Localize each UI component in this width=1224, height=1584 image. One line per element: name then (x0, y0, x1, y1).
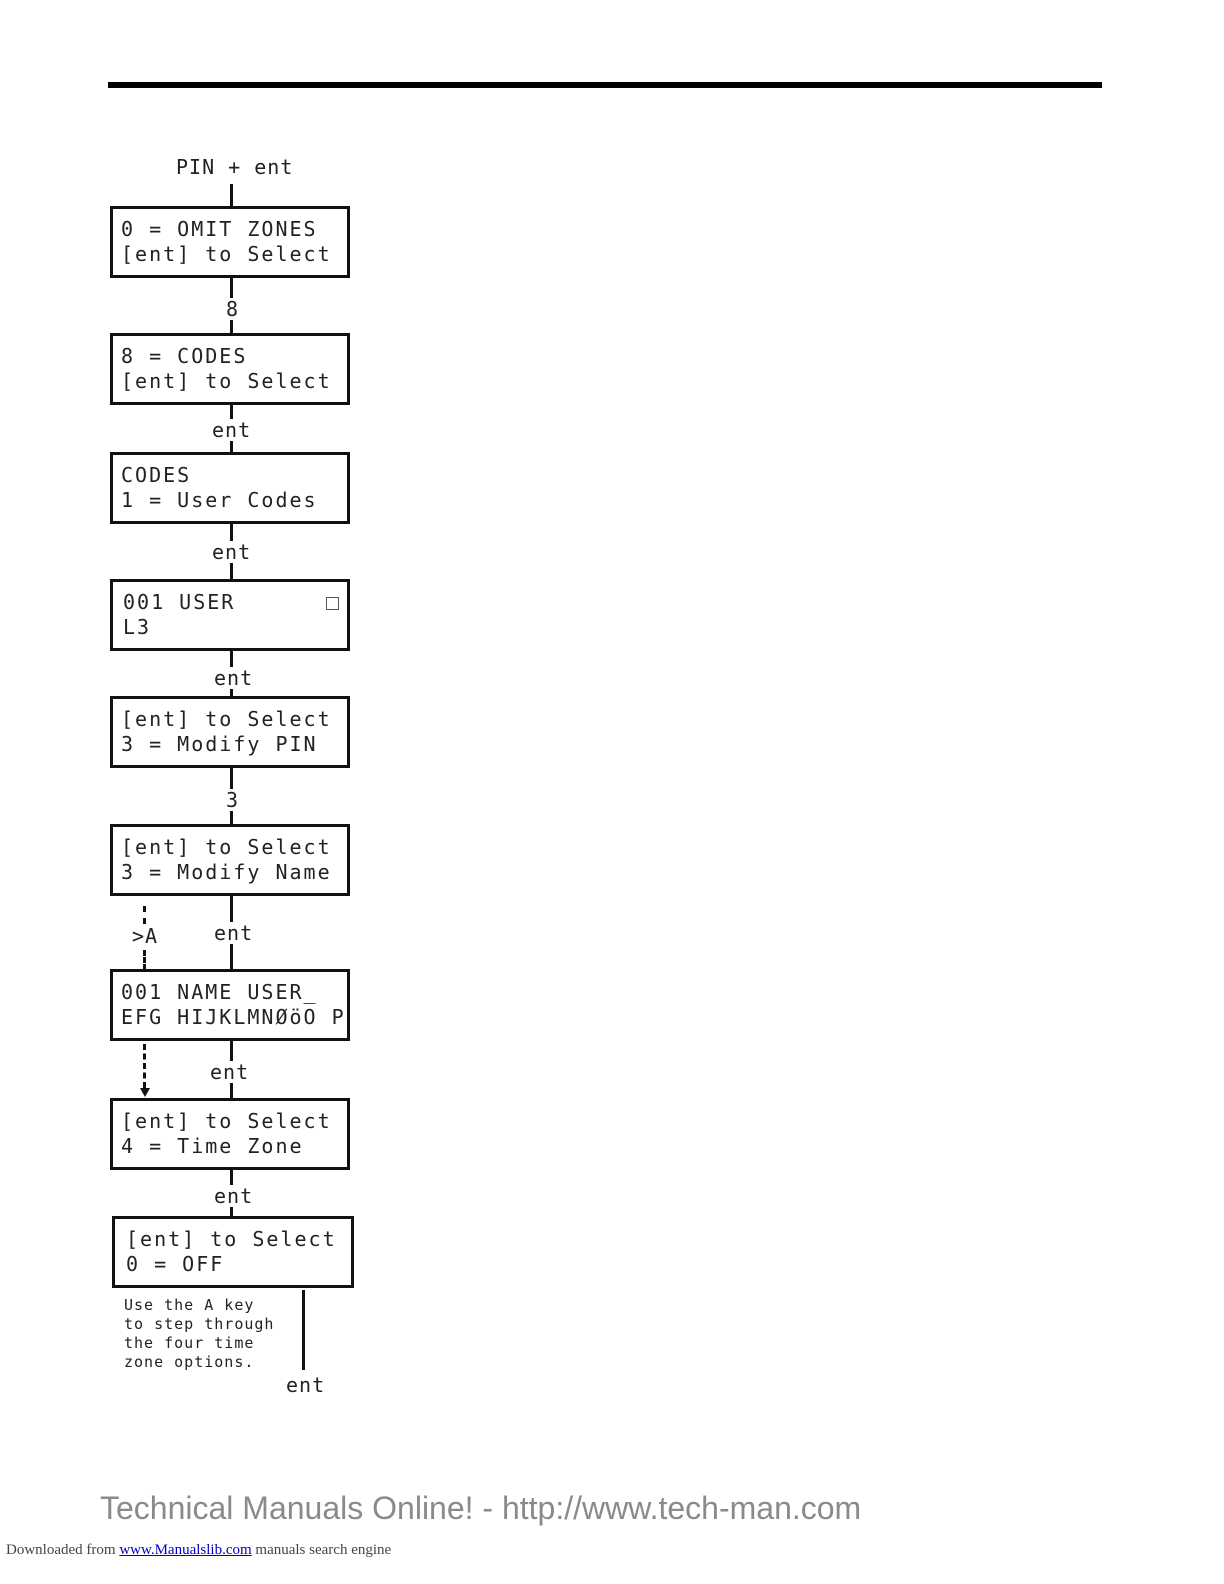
note-line: to step through (124, 1315, 275, 1333)
display-box-omit-zones: 0 = OMIT ZONES [ent] to Select (110, 206, 350, 278)
dashed-arrow (143, 1044, 146, 1088)
connector (230, 184, 233, 208)
key-label: ent (285, 1373, 327, 1397)
alt-key-label: >A (131, 924, 160, 948)
key-label: ent (213, 921, 255, 945)
header-rule (108, 82, 1102, 88)
display-line-1: 001 USER (123, 590, 347, 615)
display-line-2: 4 = Time Zone (121, 1134, 304, 1158)
display-box-codes: 8 = CODES [ent] to Select (110, 333, 350, 405)
note-line: Use the A key (124, 1296, 255, 1314)
display-line-2: [ent] to Select (121, 369, 332, 393)
display-line-1: [ent] to Select (121, 835, 332, 859)
display-line-2: L3 (123, 615, 152, 639)
display-line-2: 3 = Modify PIN (121, 732, 318, 756)
display-box-modify-pin: [ent] to Select 3 = Modify PIN (110, 696, 350, 768)
display-line-1: [ent] to Select (121, 707, 332, 731)
display-line-1: 8 = CODES (121, 344, 248, 368)
display-box-modify-name: [ent] to Select 3 = Modify Name (110, 824, 350, 896)
display-box-name-entry: 001 NAME USER_ EFG HIJKLMNØöO P (110, 969, 350, 1041)
download-credit: Downloaded from www.Manualslib.com manua… (6, 1542, 391, 1559)
display-line-2: 1 = User Codes (121, 488, 318, 512)
key-label: ent (211, 418, 253, 442)
watermark-text: Technical Manuals Online! - http://www.t… (100, 1490, 862, 1526)
note-line: zone options. (124, 1353, 255, 1371)
display-box-zone-off: [ent] to Select 0 = OFF (112, 1216, 354, 1288)
display-line-1: 0 = OMIT ZONES (121, 217, 318, 241)
key-label: 8 (225, 297, 241, 321)
display-box-user: 001 USER L3 (110, 579, 350, 651)
display-box-user-codes: CODES 1 = User Codes (110, 452, 350, 524)
user-number-text: 001 USER (123, 590, 236, 614)
download-prefix: Downloaded from (6, 1542, 116, 1558)
display-line-1: [ent] to Select (126, 1227, 337, 1251)
display-line-2: 0 = OFF (126, 1252, 225, 1276)
instruction-note: Use the A key to step through the four t… (124, 1296, 274, 1372)
download-suffix: manuals search engine (255, 1542, 392, 1558)
checkbox-icon (325, 597, 339, 610)
note-line: the four time (124, 1334, 255, 1352)
key-label: ent (213, 666, 255, 690)
display-line-2: [ent] to Select (121, 242, 332, 266)
connector (302, 1290, 305, 1370)
start-label: PIN + ent (175, 155, 295, 179)
display-line-2: 3 = Modify Name (121, 860, 332, 884)
display-line-1: [ent] to Select (121, 1109, 332, 1133)
display-line-1: 001 NAME USER_ (121, 980, 318, 1004)
display-box-time-zone: [ent] to Select 4 = Time Zone (110, 1098, 350, 1170)
key-label: ent (209, 1060, 251, 1084)
display-line-2: EFG HIJKLMNØöO P (121, 1005, 346, 1029)
arrow-down-icon (140, 1088, 150, 1097)
manualslib-link[interactable]: www.Manualslib.com (119, 1542, 252, 1558)
key-label: 3 (225, 788, 241, 812)
key-label: ent (211, 540, 253, 564)
display-line-1: CODES (121, 463, 192, 487)
dashed-connector (143, 906, 146, 924)
dashed-connector (143, 950, 146, 970)
key-label: ent (213, 1184, 255, 1208)
